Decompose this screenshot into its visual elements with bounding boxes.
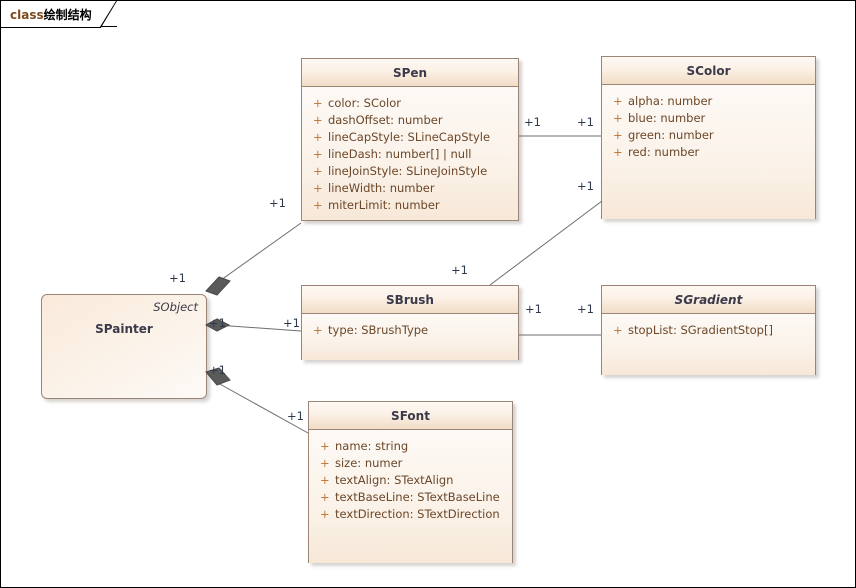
attribute-row: + dashOffset: number (306, 112, 514, 129)
frame-tab-fill (1, 1, 116, 27)
diamond-spainter-sbrush (204, 318, 231, 332)
connector-spainter-sbrush (216, 324, 302, 332)
connector-spainter-sfont (217, 382, 309, 434)
visibility-marker: + (320, 490, 330, 504)
attribute-text: dashOffset: number (328, 113, 443, 127)
class-box-scolor[interactable]: SColor + alpha: number + blue: number + … (601, 56, 816, 219)
attribute-text: blue: number (628, 111, 706, 125)
class-title-sgradient: SGradient (602, 286, 815, 314)
frame-name: 绘制结构 (43, 8, 92, 22)
attribute-row: + alpha: number (606, 93, 811, 110)
attribute-text: lineCapStyle: SLineCapStyle (328, 130, 491, 144)
visibility-marker: + (313, 147, 323, 161)
attribute-text: size: numer (335, 456, 403, 470)
visibility-marker: + (320, 456, 330, 470)
class-box-spainter[interactable]: SObject SPainter (41, 294, 207, 399)
attribute-text: lineJoinStyle: SLineJoinStyle (328, 164, 488, 178)
attribute-row: + type: SBrushType (306, 322, 514, 339)
attribute-row: + lineCapStyle: SLineCapStyle (306, 129, 514, 146)
class-box-spen[interactable]: SPen + color: SColor + dashOffset: numbe… (301, 58, 519, 221)
frame-keyword: class (10, 8, 44, 22)
multiplicity-sbrush-right: +1 (525, 302, 542, 316)
multiplicity-spainter-middle: +1 (209, 316, 226, 330)
attribute-row: + size: numer (313, 455, 508, 472)
attribute-row: + color: SColor (306, 95, 514, 112)
visibility-marker: + (613, 111, 623, 125)
attribute-row: + textBaseLine: STextBaseLine (313, 489, 508, 506)
visibility-marker: + (320, 473, 330, 487)
attribute-text: textAlign: STextAlign (335, 473, 454, 487)
class-attributes-sbrush: + type: SBrushType (302, 314, 518, 360)
attribute-text: type: SBrushType (328, 323, 429, 337)
visibility-marker: + (320, 439, 330, 453)
diamond-spainter-sfont (205, 367, 231, 386)
attribute-row: + name: string (313, 438, 508, 455)
class-attributes-spen: + color: SColor + dashOffset: number + l… (302, 87, 518, 220)
multiplicity-sbrush-topright: +1 (451, 263, 468, 277)
attribute-row: + green: number (606, 127, 811, 144)
class-attributes-scolor: + alpha: number + blue: number + green: … (602, 85, 815, 219)
class-attributes-sgradient: + stopList: SGradientStop[] (602, 314, 815, 375)
attribute-text: textDirection: STextDirection (335, 507, 500, 521)
multiplicity-sbrush-left: +1 (283, 316, 300, 330)
visibility-marker: + (613, 323, 623, 337)
class-title-spen: SPen (302, 59, 518, 87)
connector-spainter-spen (213, 222, 302, 286)
multiplicity-sfont-left: +1 (287, 409, 304, 423)
multiplicity-spainter-top: +1 (169, 271, 186, 285)
attribute-text: textBaseLine: STextBaseLine (335, 490, 500, 504)
attribute-row: + lineJoinStyle: SLineJoinStyle (306, 163, 514, 180)
class-title-sbrush: SBrush (302, 286, 518, 314)
attribute-text: lineDash: number[] | null (328, 147, 472, 161)
visibility-marker: + (313, 198, 323, 212)
visibility-marker: + (313, 181, 323, 195)
multiplicity-sgradient-left: +1 (577, 302, 594, 316)
multiplicity-spainter-bottom: +1 (209, 363, 226, 377)
attribute-text: alpha: number (628, 94, 713, 108)
attribute-row: + red: number (606, 144, 811, 161)
visibility-marker: + (320, 507, 330, 521)
class-stereotype-spainter: SObject (153, 300, 198, 314)
visibility-marker: + (313, 130, 323, 144)
attribute-text: lineWidth: number (328, 181, 435, 195)
multiplicity-scolor-left-bottom: +1 (577, 179, 594, 193)
class-attributes-sfont: + name: string + size: numer + textAlign… (309, 430, 512, 563)
class-title-sfont: SFont (309, 402, 512, 430)
visibility-marker: + (313, 323, 323, 337)
attribute-text: stopList: SGradientStop[] (628, 323, 773, 337)
connector-sbrush-scolor (489, 200, 603, 286)
visibility-marker: + (313, 164, 323, 178)
visibility-marker: + (613, 94, 623, 108)
attribute-row: + textDirection: STextDirection (313, 506, 508, 523)
class-box-sbrush[interactable]: SBrush + type: SBrushType (301, 285, 519, 360)
class-title-scolor: SColor (602, 57, 815, 85)
visibility-marker: + (613, 145, 623, 159)
attribute-row: + stopList: SGradientStop[] (606, 322, 811, 339)
class-box-sfont[interactable]: SFont + name: string + size: numer + tex… (308, 401, 513, 563)
attribute-row: + blue: number (606, 110, 811, 127)
attribute-row: + textAlign: STextAlign (313, 472, 508, 489)
attribute-row: + lineDash: number[] | null (306, 146, 514, 163)
diamond-spainter-spen (205, 276, 231, 296)
attribute-text: miterLimit: number (328, 198, 440, 212)
attribute-row: + lineWidth: number (306, 180, 514, 197)
visibility-marker: + (613, 128, 623, 142)
frame-tab-label: class绘制结构 (10, 6, 92, 23)
attribute-text: name: string (335, 439, 409, 453)
diagram-frame-tab: class绘制结构 (1, 1, 117, 28)
multiplicity-scolor-left-top: +1 (577, 115, 594, 129)
visibility-marker: + (313, 96, 323, 110)
multiplicity-spen-right: +1 (524, 115, 541, 129)
class-box-sgradient[interactable]: SGradient + stopList: SGradientStop[] (601, 285, 816, 375)
class-title-spainter: SPainter (95, 322, 153, 336)
attribute-text: color: SColor (328, 96, 401, 110)
attribute-row: + miterLimit: number (306, 197, 514, 214)
attribute-text: green: number (628, 128, 714, 142)
visibility-marker: + (313, 113, 323, 127)
multiplicity-spen-bottomleft: +1 (269, 196, 286, 210)
attribute-text: red: number (628, 145, 700, 159)
